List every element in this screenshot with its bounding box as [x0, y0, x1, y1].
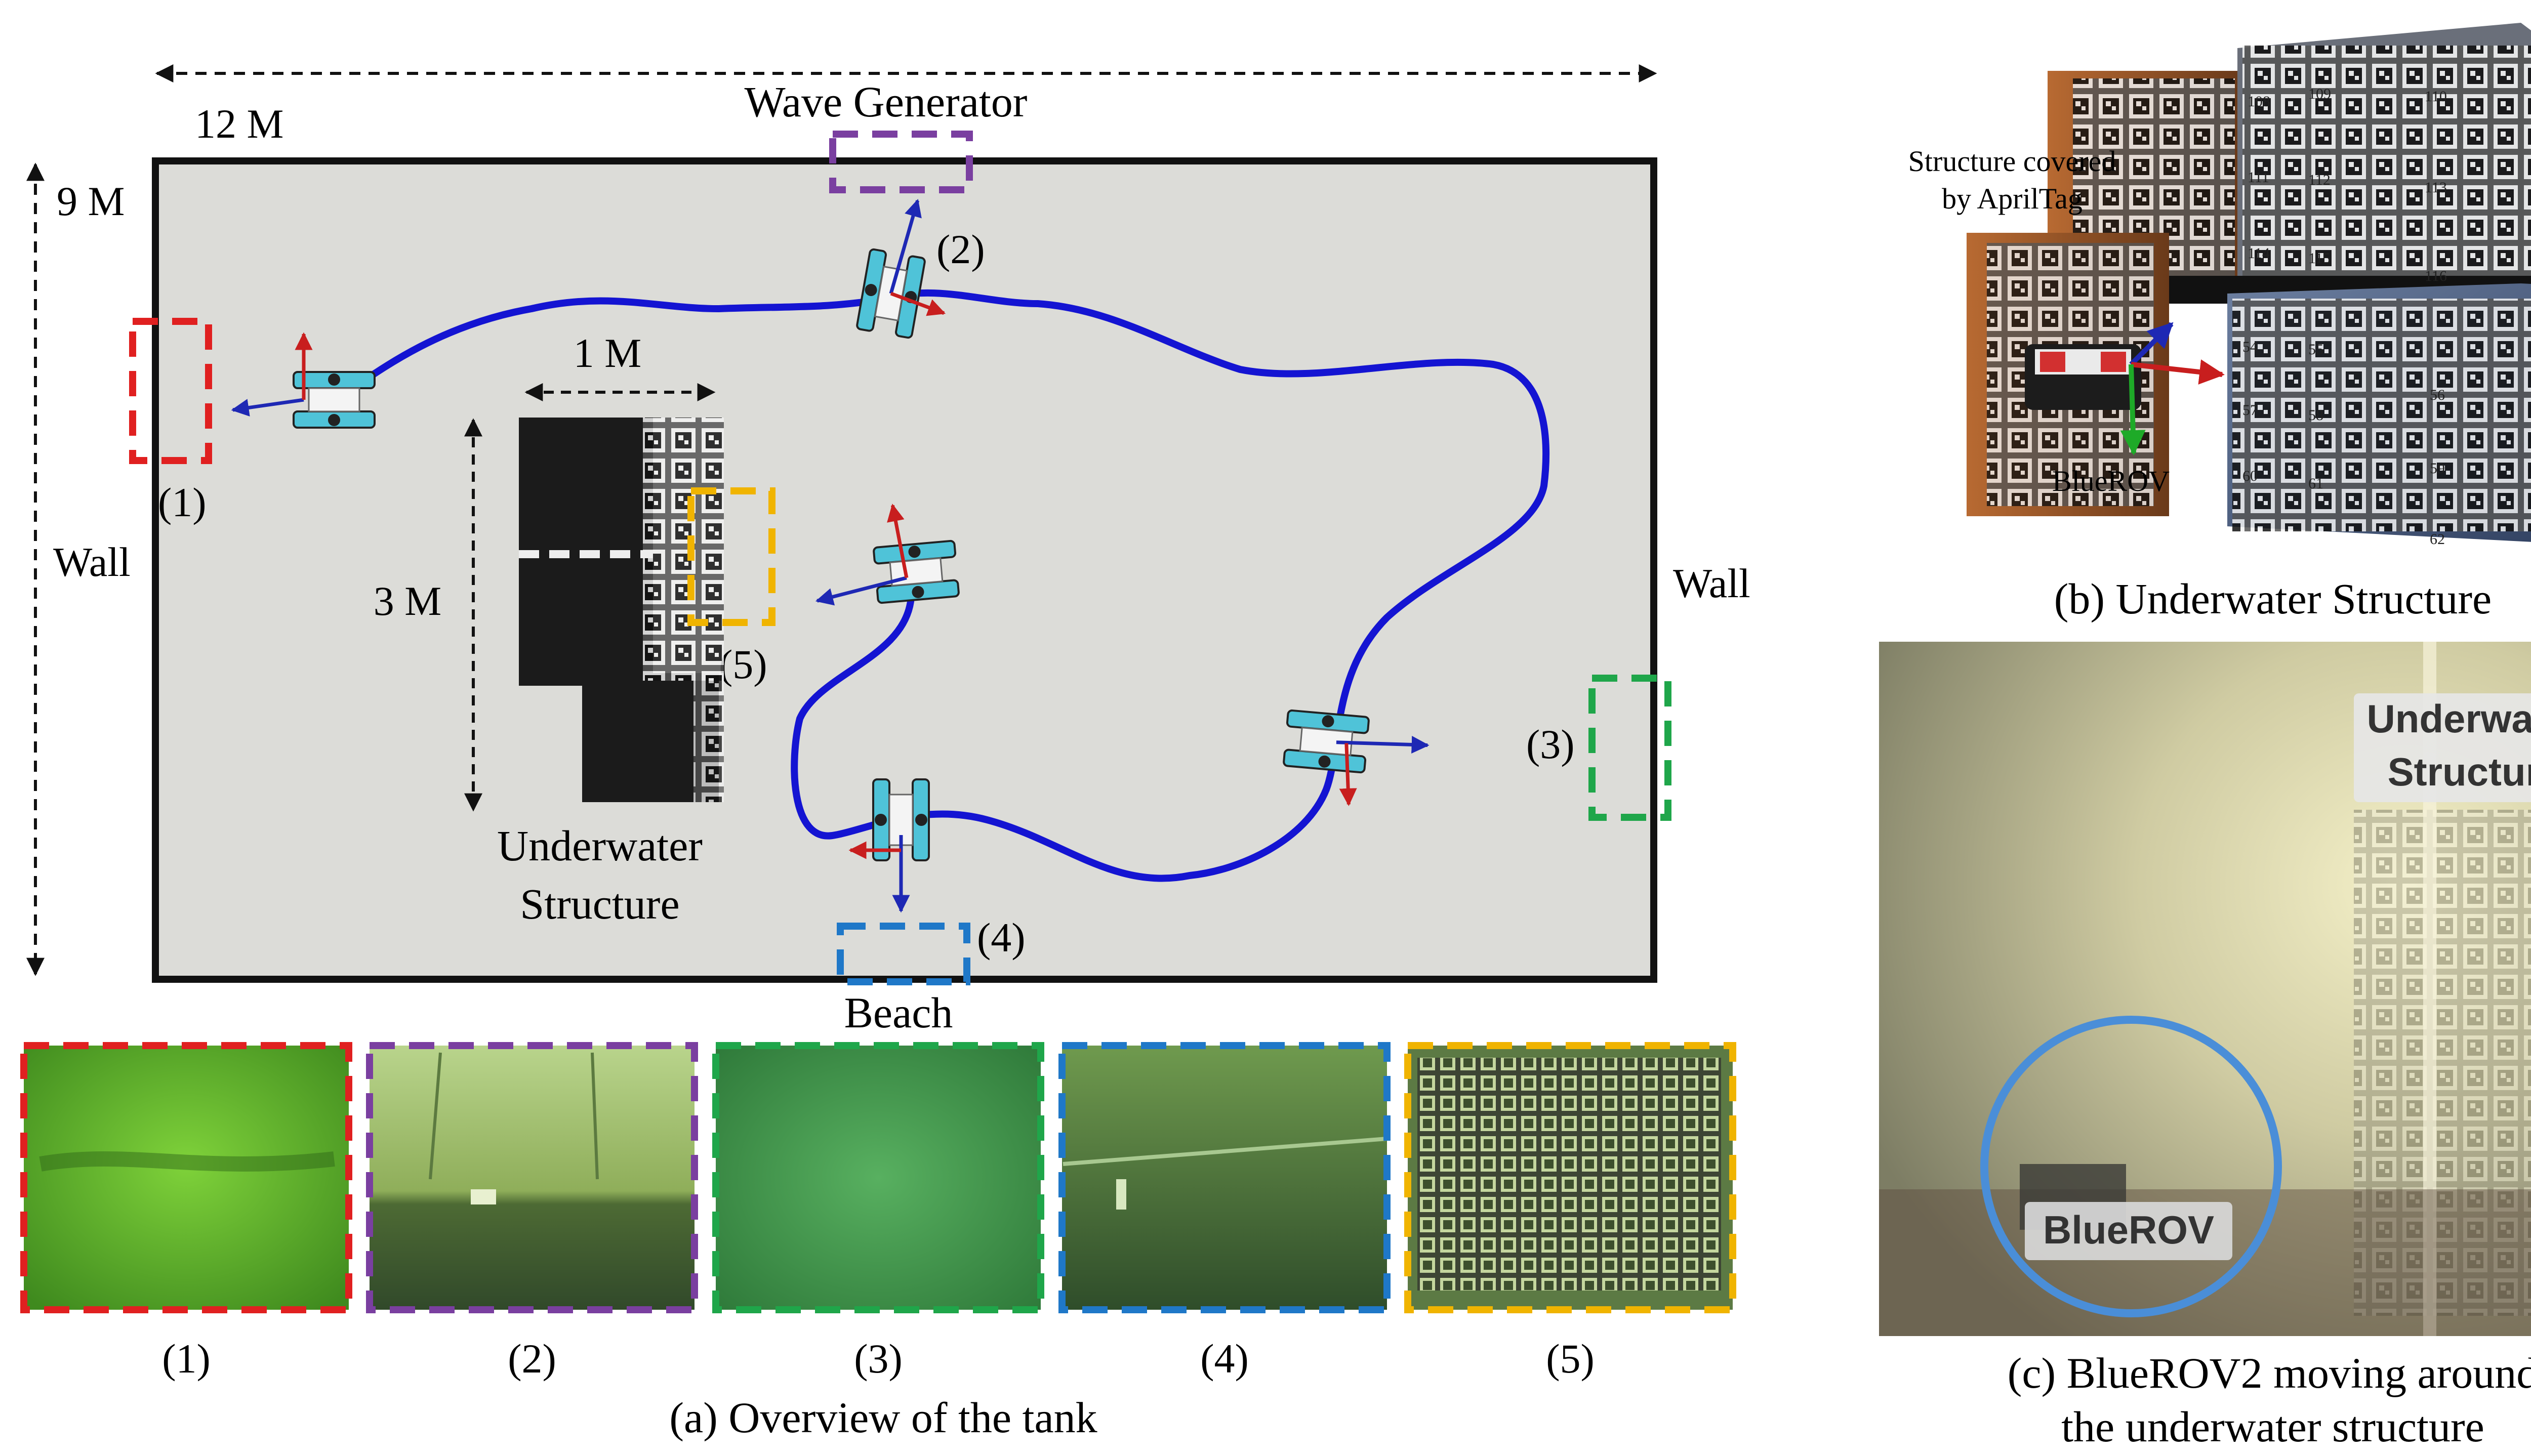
camera-view-5 [1404, 1042, 1736, 1313]
camera-view-3-frame [712, 1042, 1044, 1313]
marker-2: (2) [936, 226, 985, 272]
tag-id: 55 [2308, 341, 2323, 358]
bluerov-highlight-circle [1980, 1016, 2282, 1317]
structure-label-c-line2: Structure [2388, 750, 2531, 794]
marker-5: (5) [719, 641, 767, 687]
bluerov-label-box [2025, 1202, 2232, 1260]
structure-height-label: 3 M [374, 578, 441, 624]
camera-views: (1) (2) (3) (4) (5) (a) Overview of the … [20, 1042, 1736, 1442]
tag-id: 108 [2248, 93, 2270, 110]
view-label-2: (2) [508, 1336, 556, 1382]
camera-box-3 [1588, 675, 1671, 821]
tag-id: 54 [2242, 339, 2258, 355]
tag-id: 58 [2308, 407, 2323, 424]
camera-view-4 [1058, 1042, 1391, 1313]
camera-box-1 [129, 318, 212, 464]
tag-id: 109 [2308, 86, 2331, 102]
rov-icon-3 [815, 504, 960, 606]
view-label-4: (4) [1200, 1336, 1249, 1382]
structure-label-box [2354, 693, 2531, 802]
camera-view-1 [20, 1042, 352, 1313]
camera-view-3 [712, 1042, 1044, 1313]
bluerov-label-c: BlueROV [2043, 1208, 2214, 1252]
structure-top-view [519, 418, 724, 802]
tag-id: 57 [2242, 402, 2258, 419]
structure-width-label: 1 M [574, 330, 641, 376]
tag-id: 115 [2308, 250, 2331, 267]
height-label: 9 M [57, 178, 125, 224]
width-label: 12 M [195, 101, 283, 147]
marker-1: (1) [158, 479, 207, 525]
caption-c-line1: (c) BlueROV2 moving around [2008, 1349, 2531, 1397]
covered-label-line2: by AprilTag [1942, 182, 2083, 215]
camera-view-4-frame [1058, 1042, 1391, 1313]
view-label-3: (3) [854, 1336, 903, 1382]
caption-a: (a) Overview of the tank [669, 1393, 1097, 1442]
caption-c-line2: the underwater structure [2061, 1402, 2484, 1451]
marker-3: (3) [1526, 721, 1575, 767]
camera-view-2 [366, 1042, 698, 1313]
rov-icon-2 [856, 198, 946, 339]
caption-b: (b) Underwater Structure [2054, 574, 2492, 623]
camera-box-4 [837, 923, 970, 985]
left-wall-label: Wall [53, 539, 131, 585]
tag-id-labels: 108 109 110 111 112 113 114 115 116 54 5… [2242, 86, 2447, 548]
tag-id: 112 [2308, 172, 2331, 188]
tag-id: 62 [2430, 531, 2445, 548]
wave-generator-camera-box [829, 131, 973, 193]
tag-id: 113 [2425, 179, 2447, 196]
bluerov-3d [2025, 322, 2225, 455]
panel-c-photo: Underwater Structure BlueROV (c) BlueROV… [1879, 642, 2531, 1451]
camera-view-1-frame [20, 1042, 352, 1313]
rov-icon-5 [1283, 709, 1430, 806]
wave-generator-label: Wave Generator [745, 77, 1028, 126]
rov-icon-1 [231, 332, 376, 429]
structure-label-line2: Structure [520, 880, 679, 928]
tag-id: 116 [2425, 268, 2447, 284]
covered-label-line1: Structure covered [1908, 145, 2116, 178]
tag-id: 60 [2242, 468, 2258, 484]
tag-id: 114 [2248, 245, 2270, 262]
tag-id: 111 [2248, 169, 2269, 186]
structure-label-line1: Underwater [497, 821, 703, 870]
rov-icon-4 [848, 778, 930, 913]
tag-id: 110 [2425, 88, 2447, 105]
rov-trajectory [331, 289, 1550, 882]
structure-label-c-line1: Underwater [2366, 696, 2531, 741]
camera-view-2-frame [366, 1042, 698, 1313]
marker-4: (4) [977, 914, 1026, 961]
right-wall-label: Wall [1673, 560, 1750, 606]
tag-id: 59 [2430, 460, 2445, 477]
camera-box-5 [687, 487, 775, 626]
tag-id: 61 [2308, 475, 2323, 492]
view-label-5: (5) [1546, 1336, 1595, 1382]
bluerov-label-b: BlueROV [2052, 465, 2170, 497]
panel-b-structure: 108 109 110 111 112 113 114 115 116 54 5… [1908, 23, 2531, 623]
tag-id: 56 [2430, 387, 2445, 403]
beach-label: Beach [844, 988, 953, 1037]
view-label-1: (1) [162, 1336, 211, 1382]
camera-view-5-frame [1404, 1042, 1736, 1313]
tank-overview: 12 M 9 M Wave Generator Wall Wall (1) (2… [26, 64, 1750, 1037]
